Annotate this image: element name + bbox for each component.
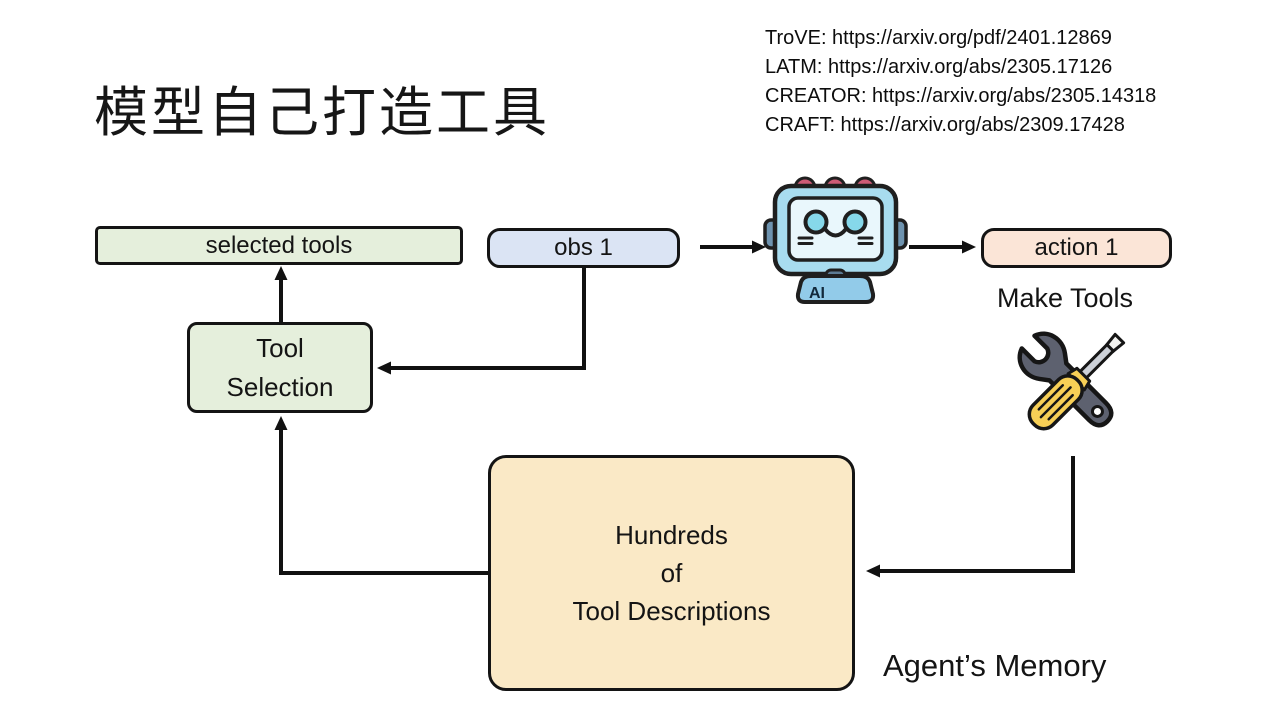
reference-line-trove: TroVE: https://arxiv.org/pdf/2401.12869 xyxy=(765,27,1112,49)
tool-selection-line2: Selection xyxy=(226,371,334,402)
robot-smile xyxy=(823,227,848,238)
robot-eye-right xyxy=(842,209,868,235)
selected-tools-box: selected tools xyxy=(95,226,463,265)
reference-line-craft: CRAFT: https://arxiv.org/abs/2309.17428 xyxy=(765,114,1125,136)
robot-eye-left xyxy=(803,209,829,235)
robot-cheek-marks xyxy=(797,236,874,245)
make-tools-label: Make Tools xyxy=(996,283,1134,313)
obs-box: obs 1 xyxy=(487,228,680,268)
arrow-memory-to-toolselection xyxy=(279,430,488,575)
robot-body xyxy=(795,274,876,304)
memory-box: Hundreds of Tool Descriptions xyxy=(488,455,855,691)
reference-line-creator: CREATOR: https://arxiv.org/abs/2305.1431… xyxy=(765,85,1157,107)
obs-label: obs 1 xyxy=(554,234,613,261)
memory-box-line3: Tool Descriptions xyxy=(572,596,771,626)
screwdriver xyxy=(1027,332,1126,431)
memory-box-line1: Hundreds xyxy=(615,520,728,550)
arrow-tools-to-memory xyxy=(880,456,1075,573)
reference-line-latm: LATM: https://arxiv.org/abs/2305.17126 xyxy=(765,56,1113,78)
robot-screen xyxy=(787,196,884,262)
ai-robot-icon: AI xyxy=(763,170,908,308)
memory-box-line2: of xyxy=(660,558,683,588)
tool-selection-box: Tool Selection xyxy=(187,322,373,413)
wrench-screwdriver-icon xyxy=(1002,316,1142,456)
arrow-obs-to-toolselection xyxy=(390,268,586,370)
selected-tools-label: selected tools xyxy=(205,231,353,259)
reference-list: TroVE: https://arxiv.org/pdf/2401.12869 … xyxy=(765,24,1156,140)
slide-title: 模型自己打造工具 xyxy=(94,83,550,143)
action-box: action 1 xyxy=(981,228,1172,268)
agents-memory-label: Agent’s Memory xyxy=(883,648,1107,683)
tool-selection-line1: Tool xyxy=(256,332,304,363)
action-label: action 1 xyxy=(1034,234,1119,261)
robot-ai-badge: AI xyxy=(809,285,825,302)
